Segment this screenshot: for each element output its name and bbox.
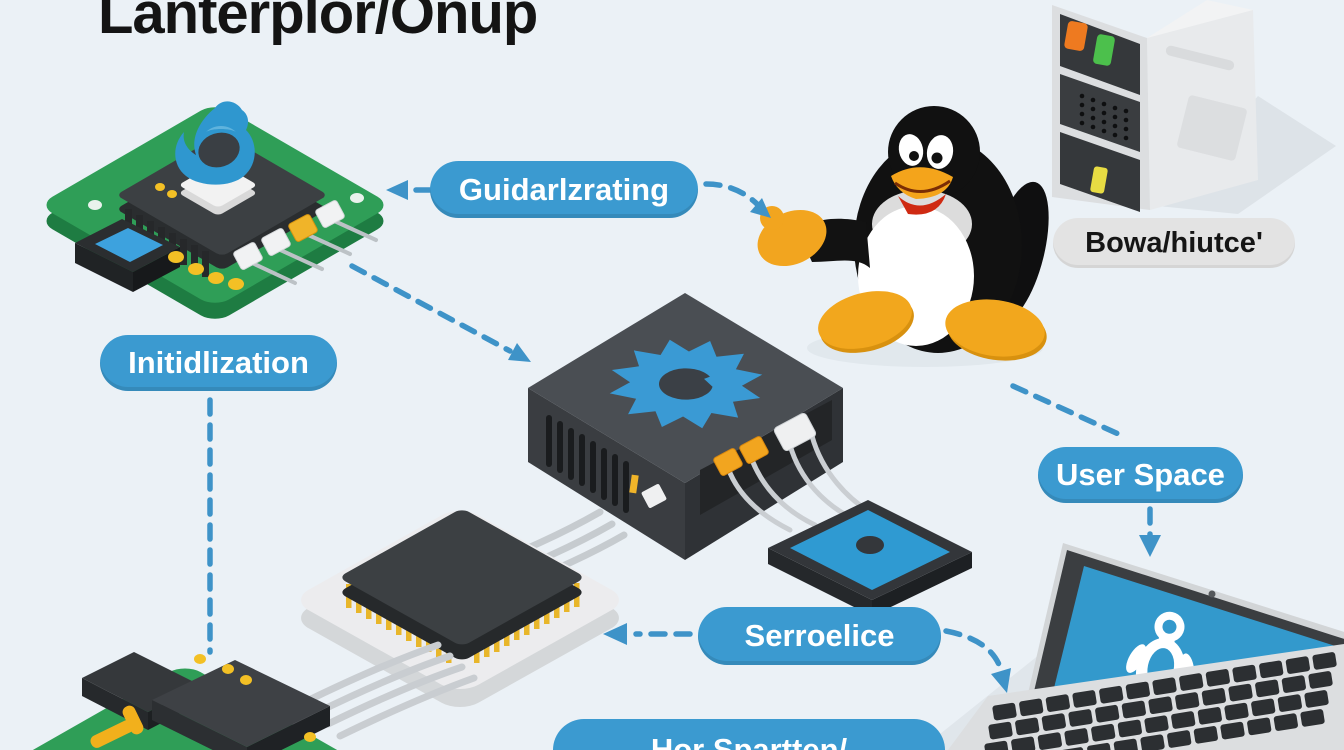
blue-module-icon <box>768 500 972 616</box>
display-module-icon <box>75 219 180 292</box>
flame-logo-icon <box>175 101 255 185</box>
label-user-space-pill: User Space <box>1038 447 1243 503</box>
yellow-led <box>1090 166 1108 194</box>
label-boot-device-pill: Bowa/hiutce' <box>1053 218 1295 268</box>
page-title: Lanterplor/Onup <box>98 0 538 46</box>
tux-penguin-icon <box>757 106 1049 361</box>
line-penguin-to-userspace <box>1010 383 1128 440</box>
vent-holes <box>1079 93 1129 141</box>
label-service-pill: Serroelice <box>698 607 941 665</box>
orange-led <box>1064 21 1088 51</box>
label-operation-pill: Hor Spartten/ <box>553 719 945 750</box>
arrow-service-to-laptop <box>943 628 1004 673</box>
processor-chip-icon <box>301 510 619 708</box>
label-guiderating-pill: Guidarlzrating <box>430 161 698 218</box>
arrow-heads <box>386 180 1161 693</box>
label-initialization-pill: Initidlization <box>100 335 337 391</box>
circuit-board-bottom-icon <box>24 641 478 750</box>
arrow-board-to-kernel <box>349 263 513 354</box>
circuit-board-top-icon <box>46 101 384 319</box>
vent-slots <box>546 415 629 513</box>
laptop-icon <box>948 543 1344 750</box>
server-tower-icon <box>1052 0 1258 212</box>
gear-icon <box>609 339 763 429</box>
connector-arrows <box>207 181 1153 673</box>
kernel-router-icon <box>476 293 972 616</box>
arrow-to-penguin <box>703 181 760 207</box>
green-led <box>1093 34 1115 66</box>
